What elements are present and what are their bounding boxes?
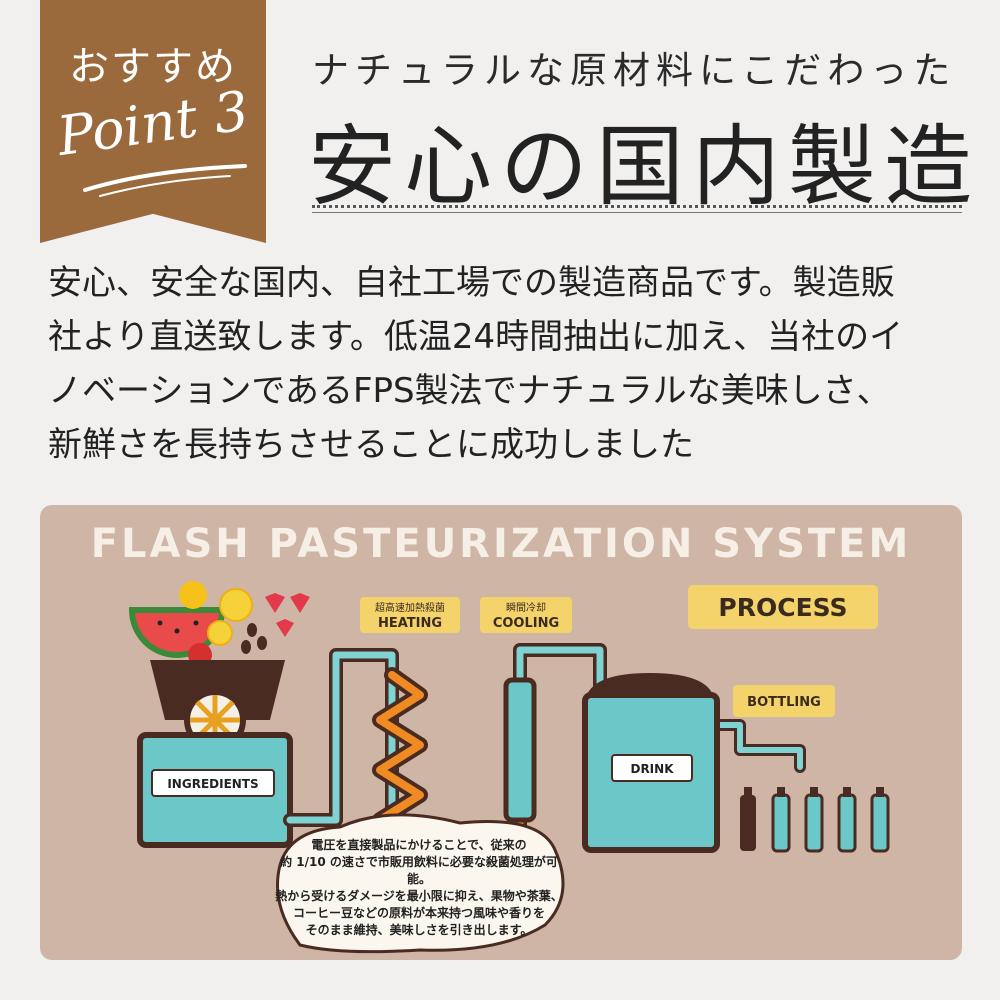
cooling-label-box bbox=[480, 597, 572, 633]
description-paragraph: 安心、安全な国内、自社工場での製造商品です。製造販 社より直送致します。低温24… bbox=[48, 256, 968, 472]
note-bubble bbox=[276, 813, 565, 954]
cooling-label-jp: 瞬間冷却 bbox=[506, 601, 546, 614]
bottles bbox=[740, 787, 890, 853]
cooling-label-en: COOLING bbox=[493, 616, 559, 631]
page-title: 安心の国内製造 bbox=[308, 115, 981, 218]
note-line: 電圧を直接製品にかけることで、従来の bbox=[311, 838, 527, 852]
point-ribbon: おすすめ Point 3 bbox=[40, 0, 266, 243]
diagram-title: FLASH PASTEURIZATION SYSTEM bbox=[91, 521, 912, 567]
heating-label-jp: 超高速加熱殺菌 bbox=[375, 601, 445, 614]
heating-label-box bbox=[360, 597, 460, 633]
drink-label-box bbox=[611, 754, 693, 782]
bottling-label-box bbox=[733, 685, 835, 717]
description-line: 安心、安全な国内、自社工場での製造商品です。製造販 bbox=[48, 263, 895, 303]
fruit-illustration bbox=[128, 581, 310, 667]
process-label-box bbox=[688, 585, 878, 629]
ribbon-swoosh-decoration bbox=[83, 164, 247, 197]
drink-label: DRINK bbox=[630, 762, 674, 776]
description-line: 新鮮さを長持ちさせることに成功しました bbox=[48, 425, 694, 465]
ingredients-label: INGREDIENTS bbox=[167, 777, 258, 791]
ingredients-machine bbox=[137, 660, 293, 848]
bottling-label: BOTTLING bbox=[747, 695, 821, 710]
heating-label-en: HEATING bbox=[378, 616, 442, 631]
fps-diagram: FLASH PASTEURIZATION SYSTEM PROCESS 超高速加… bbox=[91, 521, 912, 954]
description-line: ノベーションであるFPS製法でナチュラルな美味しさ、 bbox=[48, 371, 891, 411]
note-line: 約 1/10 の速さで市販用飲料に必要な殺菌処理が可能。 bbox=[280, 855, 558, 886]
fps-diagram-panel: FLASH PASTEURIZATION SYSTEM PROCESS 超高速加… bbox=[40, 505, 962, 960]
process-label: PROCESS bbox=[718, 593, 847, 622]
ribbon-recommend-text: おすすめ bbox=[69, 44, 237, 90]
fps-explanation-note: 電圧を直接製品にかけることで、従来の 約 1/10 の速さで市販用飲料に必要な殺… bbox=[273, 837, 565, 939]
cooling-column bbox=[503, 677, 537, 823]
header-subtitle: ナチュラルな原材料にこだわった bbox=[312, 49, 957, 92]
note-line: 熱から受けるダメージを最小限に抑え、果物や茶葉、 bbox=[275, 889, 563, 903]
description-line: 社より直送致します。低温24時間抽出に加え、当社のイ bbox=[48, 317, 904, 357]
ingredients-label-box bbox=[151, 769, 275, 797]
note-line: そのまま維持、美味しさを引き出します。 bbox=[305, 923, 533, 937]
note-line: コーヒー豆などの原料が本来持つ風味や香りを bbox=[292, 906, 545, 920]
title-underline bbox=[312, 205, 962, 213]
